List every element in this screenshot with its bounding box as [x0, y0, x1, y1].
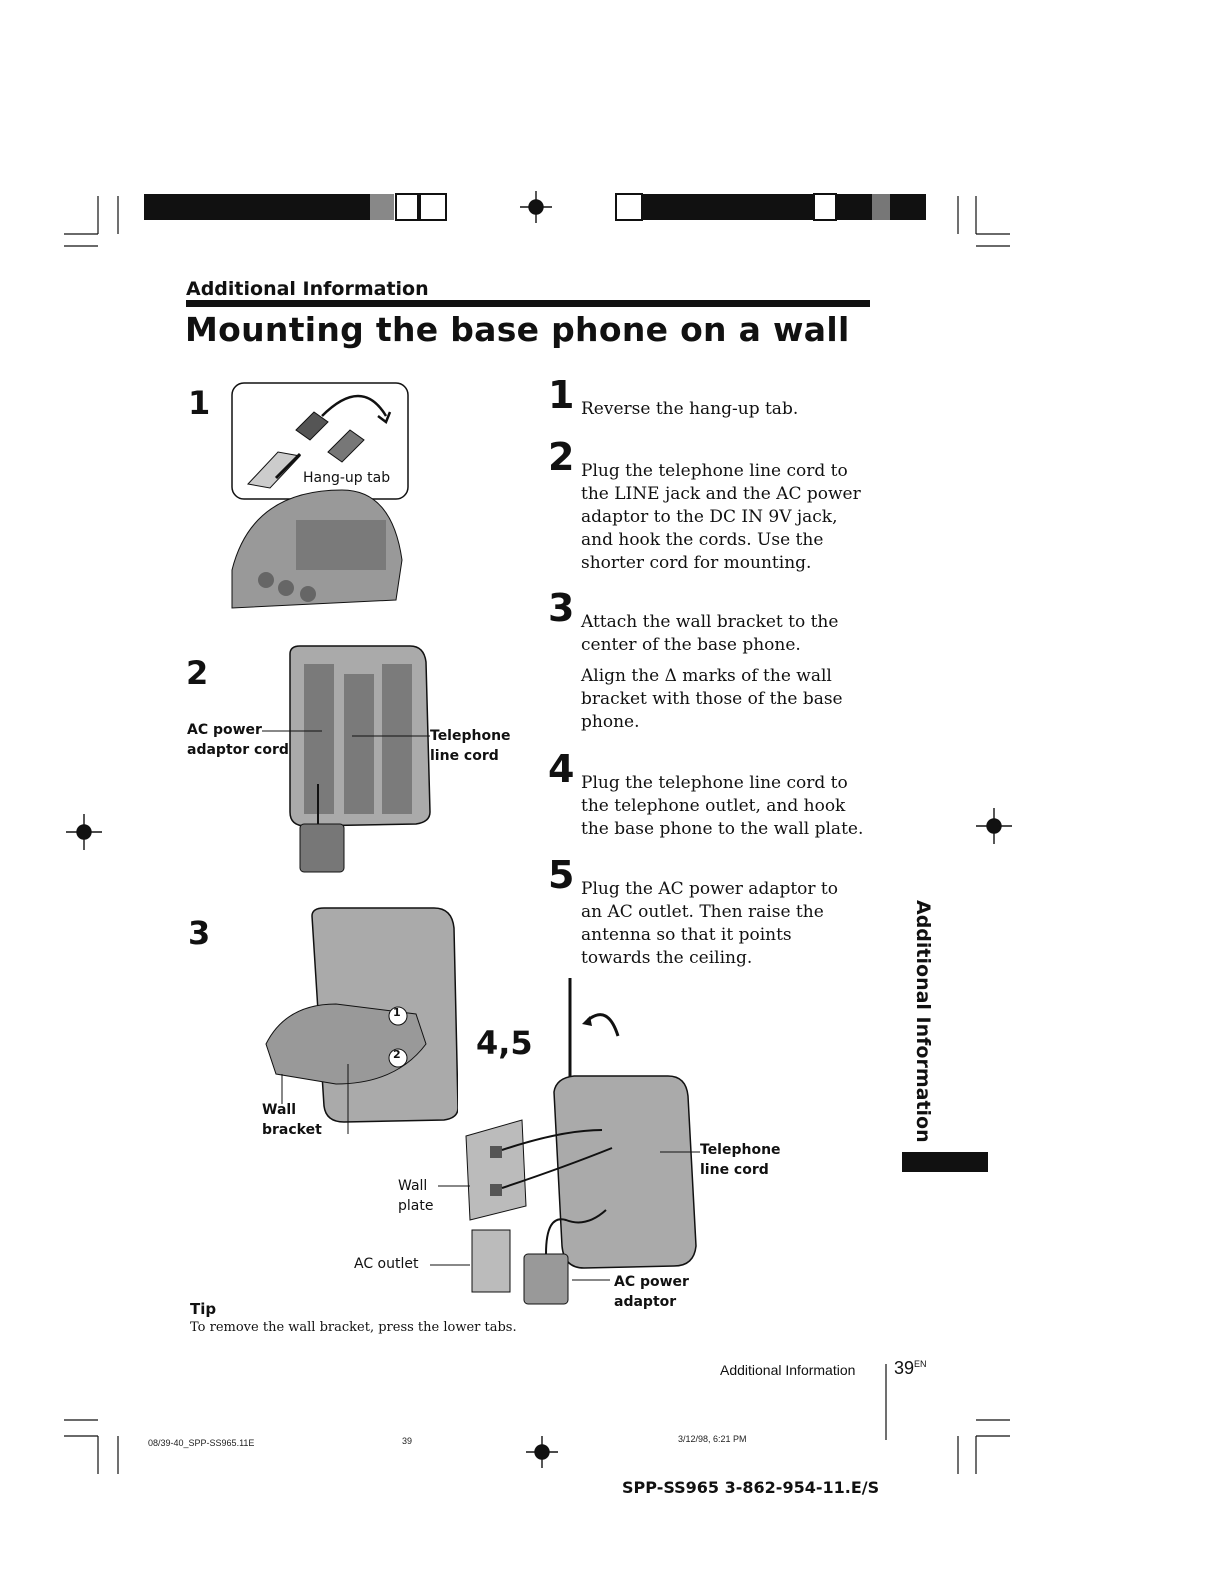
- ac-power-adaptor-label: AC power adaptor: [614, 1274, 689, 1310]
- page-number: 39EN: [894, 1358, 927, 1379]
- step-1-number: 1: [548, 373, 575, 417]
- tip-heading: Tip: [190, 1300, 217, 1318]
- figure-2-leader-lines: [262, 730, 430, 737]
- step-3: 3 Attach the wall bracket to the center …: [548, 589, 868, 734]
- figure-2-number: 2: [186, 654, 209, 692]
- footer-sheet: 39: [402, 1436, 413, 1446]
- marker-2: 2: [393, 1048, 401, 1061]
- ac-outlet-label: AC outlet: [354, 1256, 419, 1272]
- figure-2-cords-illustration: [289, 645, 431, 873]
- side-tab-marker: [902, 1152, 988, 1172]
- telephone-line-cord-label-fig45: Telephone line cord: [700, 1142, 781, 1178]
- figure-45-leader-lines: [430, 1151, 700, 1281]
- marker-1: 1: [393, 1006, 401, 1019]
- wall-plate-label: Wall plate: [398, 1178, 434, 1214]
- step-4-number: 4: [548, 747, 575, 791]
- telephone-line-cord-label-fig2: Telephone line cord: [430, 728, 511, 764]
- step-1-text: Reverse the hang-up tab.: [581, 399, 799, 419]
- step-4: 4 Plug the telephone line cord to the te…: [548, 750, 874, 841]
- page-number-suffix: EN: [914, 1359, 927, 1369]
- step-3-number: 3: [548, 586, 575, 630]
- ac-power-adaptor-cord-label: AC power adaptor cord: [187, 722, 289, 758]
- figure-3-wall-bracket-illustration: [265, 907, 458, 1134]
- step-5: 5 Plug the AC power adaptor to an AC out…: [548, 856, 854, 970]
- footer-datetime: 3/12/98, 6:21 PM: [678, 1434, 747, 1444]
- figure-1-hang-up-tab-illustration: [231, 382, 409, 609]
- side-tab: Additional Information: [906, 900, 936, 1150]
- step-2-text: Plug the telephone line cord to the LINE…: [581, 461, 861, 573]
- step-4-text: Plug the telephone line cord to the tele…: [581, 773, 864, 839]
- step-3-text: Attach the wall bracket to the center of…: [581, 612, 839, 655]
- figure-45-number: 4,5: [476, 1024, 533, 1062]
- step-5-number: 5: [548, 853, 575, 897]
- figure-1-number: 1: [188, 384, 211, 422]
- heading-rule: [186, 300, 870, 307]
- model-code: SPP-SS965 3-862-954-11.E/S: [622, 1478, 880, 1497]
- figure-45-wall-mount-illustration: [465, 978, 697, 1305]
- step-2: 2 Plug the telephone line cord to the LI…: [548, 438, 874, 575]
- step-2-number: 2: [548, 435, 575, 479]
- side-tab-label: Additional Information: [912, 900, 934, 1143]
- footer-section: Additional Information: [720, 1362, 856, 1378]
- figure-3-number: 3: [188, 914, 211, 952]
- section-heading: Additional Information: [186, 278, 429, 300]
- tip-text: To remove the wall bracket, press the lo…: [190, 1320, 517, 1335]
- page-number-value: 39: [894, 1358, 915, 1378]
- footer-file: 08/39-40_SPP-SS965.11E: [148, 1438, 255, 1448]
- step-5-text: Plug the AC power adaptor to an AC outle…: [581, 879, 839, 968]
- wall-bracket-label: Wall bracket: [262, 1102, 322, 1138]
- step-3-extra-text: Align the Δ marks of the wall bracket wi…: [581, 666, 843, 732]
- page-title: Mounting the base phone on a wall: [185, 310, 850, 349]
- step-1: 1 Reverse the hang-up tab.: [548, 376, 878, 421]
- hang-up-tab-label: Hang-up tab: [303, 468, 391, 488]
